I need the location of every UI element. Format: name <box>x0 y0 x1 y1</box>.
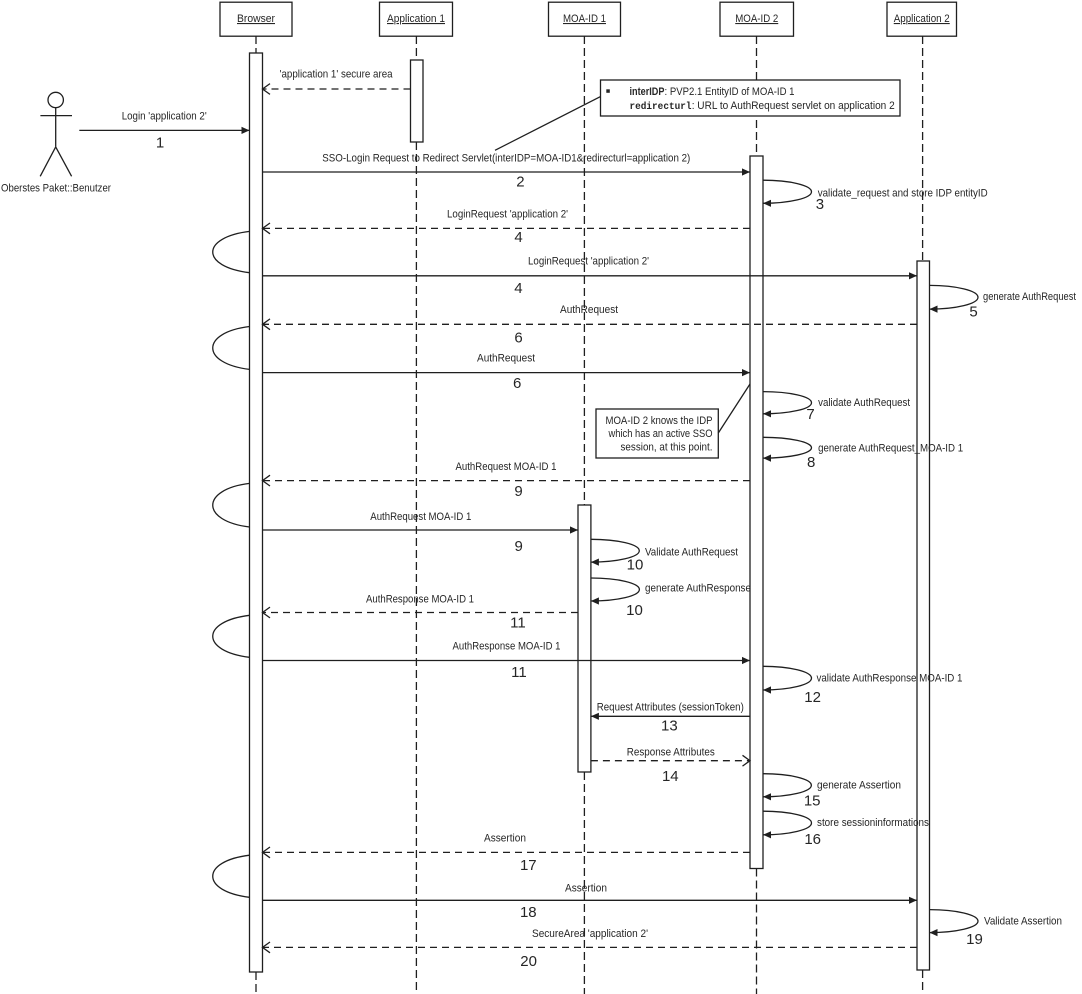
svg-text:Validate AuthRequest: Validate AuthRequest <box>645 546 738 558</box>
svg-text:19: 19 <box>966 931 983 948</box>
svg-text:: URL to AuthRequest servlet o: : URL to AuthRequest servlet on applicat… <box>692 100 895 112</box>
svg-text:Response Attributes: Response Attributes <box>627 747 715 759</box>
svg-text:AuthRequest: AuthRequest <box>560 304 618 316</box>
svg-text:Oberstes Paket::Benutzer: Oberstes Paket::Benutzer <box>1 183 111 195</box>
svg-text:generate AuthResponse: generate AuthResponse <box>645 583 751 595</box>
svg-text:12: 12 <box>804 689 821 706</box>
svg-text:6: 6 <box>513 375 521 392</box>
svg-text:validate AuthRequest: validate AuthRequest <box>818 397 910 409</box>
svg-text:10: 10 <box>627 556 644 573</box>
svg-text:Login 'application 2': Login 'application 2' <box>122 111 207 123</box>
svg-text:18: 18 <box>520 904 537 921</box>
svg-text:Assertion: Assertion <box>484 833 526 845</box>
svg-text:4: 4 <box>514 280 522 297</box>
svg-text:MOA-ID 1: MOA-ID 1 <box>563 13 606 25</box>
svg-text:Application 2: Application 2 <box>894 13 950 25</box>
svg-text:interIDP: interIDP <box>630 86 665 98</box>
svg-text:AuthRequest MOA-ID 1: AuthRequest MOA-ID 1 <box>370 511 471 523</box>
svg-text:11: 11 <box>510 615 526 632</box>
svg-text:which has an active SSO: which has an active SSO <box>608 428 713 440</box>
svg-text:AuthRequest: AuthRequest <box>477 353 535 365</box>
svg-text:SecureArea 'application 2': SecureArea 'application 2' <box>532 928 648 940</box>
svg-text:8: 8 <box>807 454 815 471</box>
svg-text:MOA-ID 2: MOA-ID 2 <box>735 13 778 25</box>
svg-text:SSO-Login Request to Redirect: SSO-Login Request to Redirect Servlet(in… <box>322 152 690 164</box>
svg-text:2: 2 <box>516 174 524 191</box>
svg-text:: PVP2.1 EntityID of MOA-ID 1: : PVP2.1 EntityID of MOA-ID 1 <box>665 86 795 98</box>
svg-text:5: 5 <box>969 304 977 321</box>
svg-text:generate Assertion: generate Assertion <box>817 780 901 792</box>
svg-text:16: 16 <box>804 831 821 848</box>
svg-text:20: 20 <box>520 953 537 970</box>
svg-text:validate_request and store IDP: validate_request and store IDP entityID <box>818 187 988 199</box>
svg-text:1: 1 <box>156 134 164 151</box>
svg-text:'application 1' secure area: 'application 1' secure area <box>280 69 394 81</box>
svg-text:AuthRequest MOA-ID 1: AuthRequest MOA-ID 1 <box>456 461 557 473</box>
svg-text:9: 9 <box>514 483 522 500</box>
svg-text:4: 4 <box>514 229 522 246</box>
svg-text:MOA-ID 2 knows the IDP: MOA-ID 2 knows the IDP <box>606 415 713 427</box>
svg-text:Request Attributes (sessionTok: Request Attributes (sessionToken) <box>597 701 744 713</box>
svg-text:LoginRequest 'application 2': LoginRequest 'application 2' <box>447 209 568 221</box>
svg-text:17: 17 <box>520 857 537 874</box>
svg-text:redirecturl: redirecturl <box>630 101 692 113</box>
svg-text:6: 6 <box>514 330 522 347</box>
svg-text:9: 9 <box>515 538 523 555</box>
svg-text:store sessioninformations: store sessioninformations <box>817 817 929 829</box>
svg-text:3: 3 <box>816 196 824 213</box>
svg-text:7: 7 <box>806 406 814 423</box>
svg-text:Validate Assertion: Validate Assertion <box>984 916 1062 928</box>
svg-text:AuthResponse MOA-ID 1: AuthResponse MOA-ID 1 <box>453 641 561 653</box>
svg-text:15: 15 <box>804 793 821 810</box>
svg-text:Application 1: Application 1 <box>387 13 445 25</box>
svg-text:Browser: Browser <box>237 13 275 25</box>
svg-text:AuthResponse MOA-ID 1: AuthResponse MOA-ID 1 <box>366 594 474 606</box>
svg-text:generate AuthRequest_MOA-ID 1: generate AuthRequest_MOA-ID 1 <box>818 443 963 455</box>
svg-text:session, at this point.: session, at this point. <box>621 442 713 454</box>
svg-text:11: 11 <box>511 664 527 681</box>
svg-text:LoginRequest 'application 2': LoginRequest 'application 2' <box>528 255 649 267</box>
svg-text:generate AuthRequest: generate AuthRequest <box>983 291 1076 303</box>
svg-text:13: 13 <box>661 718 678 735</box>
svg-text:validate AuthResponse MOA-ID 1: validate AuthResponse MOA-ID 1 <box>817 673 963 685</box>
svg-text:Assertion: Assertion <box>565 883 607 895</box>
svg-text:10: 10 <box>626 602 643 619</box>
svg-text:14: 14 <box>662 768 679 785</box>
